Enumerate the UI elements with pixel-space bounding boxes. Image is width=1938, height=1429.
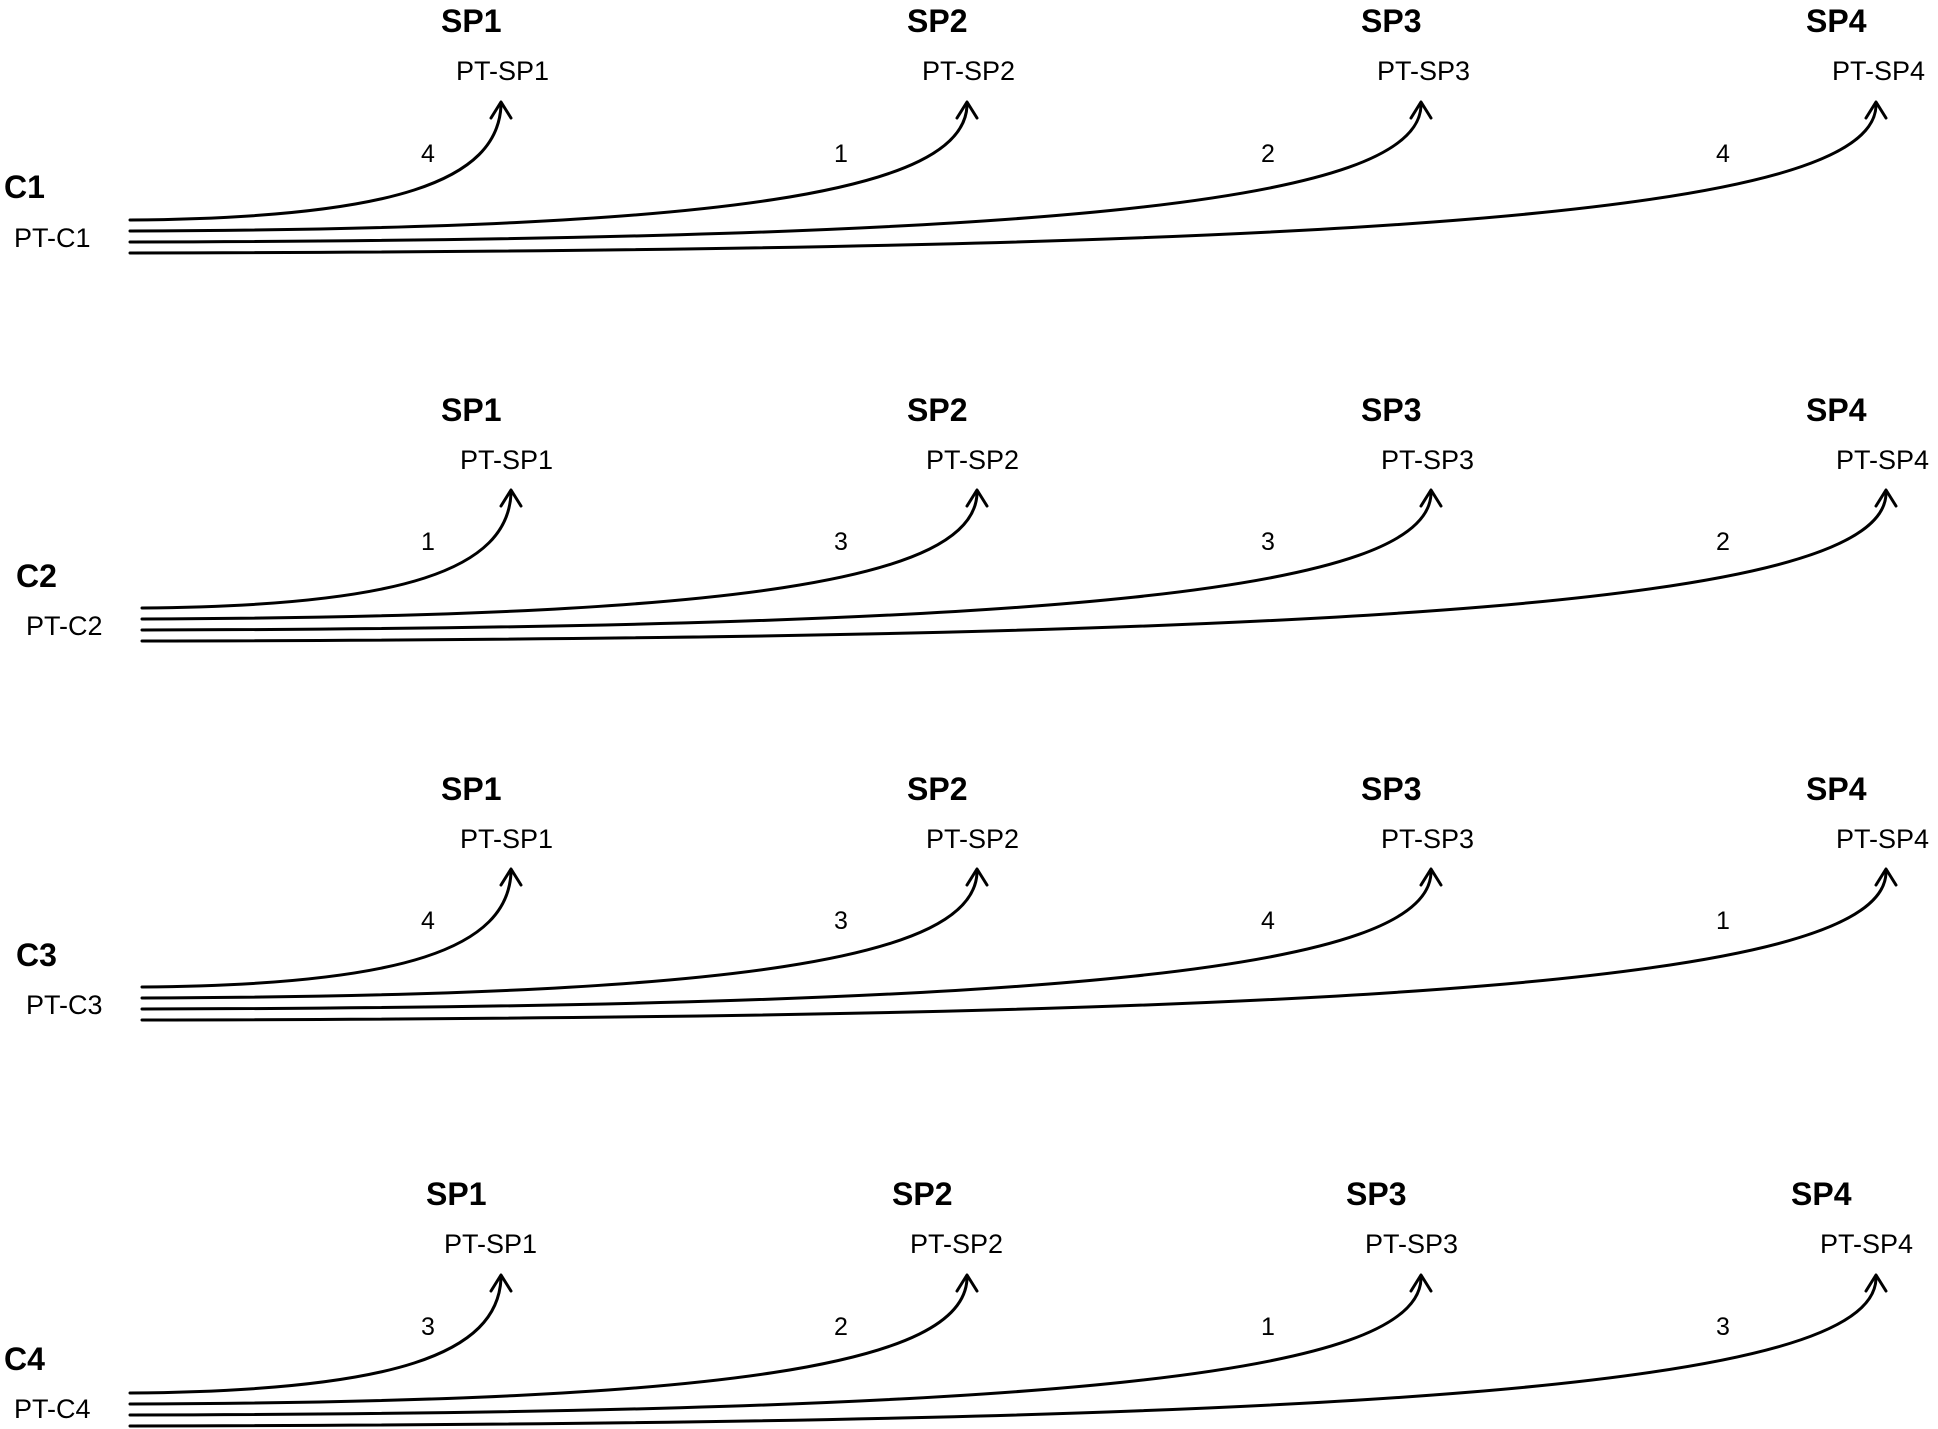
target-name: SP1 (441, 771, 501, 807)
source-subtitle: PT-C2 (26, 611, 103, 641)
allocation-edge (128, 1277, 969, 1406)
allocation-edge (128, 104, 1423, 244)
allocation-edge (128, 1277, 503, 1395)
target-name: SP3 (1361, 771, 1421, 807)
target-subtitle: PT-SP4 (1832, 56, 1925, 86)
edge-weight-label: 3 (421, 1313, 435, 1341)
edge-weight-label: 4 (421, 907, 435, 935)
allocation-edge (140, 871, 1433, 1011)
source-name: C2 (16, 558, 57, 594)
target-name: SP4 (1806, 771, 1867, 807)
target-name: SP4 (1791, 1176, 1852, 1212)
arrow-head-icon (1874, 488, 1898, 508)
allocation-edge (140, 492, 513, 610)
edge-weight-label: 2 (1716, 528, 1730, 556)
edge-weight-label: 3 (1716, 1313, 1730, 1341)
allocation-edge (140, 871, 513, 989)
arrow-head-icon (955, 100, 979, 120)
target-name: SP2 (892, 1176, 952, 1212)
source-subtitle: PT-C4 (14, 1394, 91, 1424)
arrow-head-icon (499, 488, 523, 508)
allocation-edge (140, 871, 1888, 1022)
target-name: SP1 (441, 392, 501, 428)
target-subtitle: PT-SP1 (444, 1229, 537, 1259)
source-name: C4 (4, 1341, 45, 1377)
allocation-edge (140, 492, 1433, 632)
target-subtitle: PT-SP1 (456, 56, 549, 86)
edge-weight-label: 4 (1716, 140, 1730, 168)
target-name: SP4 (1806, 3, 1867, 39)
allocation-edge (140, 492, 979, 621)
edge-weight-label: 1 (1716, 907, 1730, 935)
target-subtitle: PT-SP3 (1381, 445, 1474, 475)
source-subtitle: PT-C1 (14, 223, 91, 253)
edge-weight-label: 1 (834, 140, 848, 168)
target-name: SP2 (907, 771, 967, 807)
source-subtitle: PT-C3 (26, 990, 103, 1020)
arrow-head-icon (1409, 100, 1433, 120)
arrow-head-icon (1409, 1273, 1433, 1293)
target-subtitle: PT-SP2 (910, 1229, 1003, 1259)
target-name: SP3 (1361, 392, 1421, 428)
allocation-edge (128, 1277, 1423, 1417)
arrow-head-icon (489, 100, 513, 120)
target-subtitle: PT-SP1 (460, 824, 553, 854)
target-name: SP1 (426, 1176, 486, 1212)
target-subtitle: PT-SP3 (1377, 56, 1470, 86)
target-name: SP3 (1361, 3, 1421, 39)
target-subtitle: PT-SP2 (926, 445, 1019, 475)
target-subtitle: PT-SP1 (460, 445, 553, 475)
edge-weight-label: 4 (421, 140, 435, 168)
source-name: C1 (4, 169, 45, 205)
target-subtitle: PT-SP4 (1820, 1229, 1913, 1259)
target-subtitle: PT-SP3 (1365, 1229, 1458, 1259)
target-name: SP1 (441, 3, 501, 39)
target-subtitle: PT-SP4 (1836, 824, 1929, 854)
allocation-edge (140, 871, 979, 1000)
target-subtitle: PT-SP2 (922, 56, 1015, 86)
source-name: C3 (16, 937, 57, 973)
edge-weight-label: 2 (1261, 140, 1275, 168)
edge-weight-label: 3 (834, 907, 848, 935)
target-subtitle: PT-SP4 (1836, 445, 1929, 475)
arrow-head-icon (489, 1273, 513, 1293)
edge-weight-label: 3 (1261, 528, 1275, 556)
edge-weight-label: 4 (1261, 907, 1275, 935)
target-name: SP2 (907, 392, 967, 428)
arrow-head-icon (1864, 100, 1888, 120)
target-name: SP3 (1346, 1176, 1406, 1212)
arrow-head-icon (1419, 867, 1443, 887)
arrow-head-icon (1864, 1273, 1888, 1293)
edge-weight-label: 1 (1261, 1313, 1275, 1341)
target-name: SP2 (907, 3, 967, 39)
arrow-head-icon (499, 867, 523, 887)
arrow-head-icon (965, 867, 989, 887)
arrow-head-icon (1419, 488, 1443, 508)
allocation-edge (128, 104, 969, 233)
allocation-edge (128, 1277, 1878, 1428)
target-name: SP4 (1806, 392, 1867, 428)
edge-weight-label: 1 (421, 528, 435, 556)
allocation-edge (128, 104, 1878, 255)
allocation-edge (128, 104, 503, 222)
target-subtitle: PT-SP3 (1381, 824, 1474, 854)
edge-weight-label: 2 (834, 1313, 848, 1341)
arrow-head-icon (1874, 867, 1898, 887)
target-subtitle: PT-SP2 (926, 824, 1019, 854)
arrow-head-icon (965, 488, 989, 508)
edge-weight-label: 3 (834, 528, 848, 556)
arrow-head-icon (955, 1273, 979, 1293)
allocation-edge (140, 492, 1888, 643)
